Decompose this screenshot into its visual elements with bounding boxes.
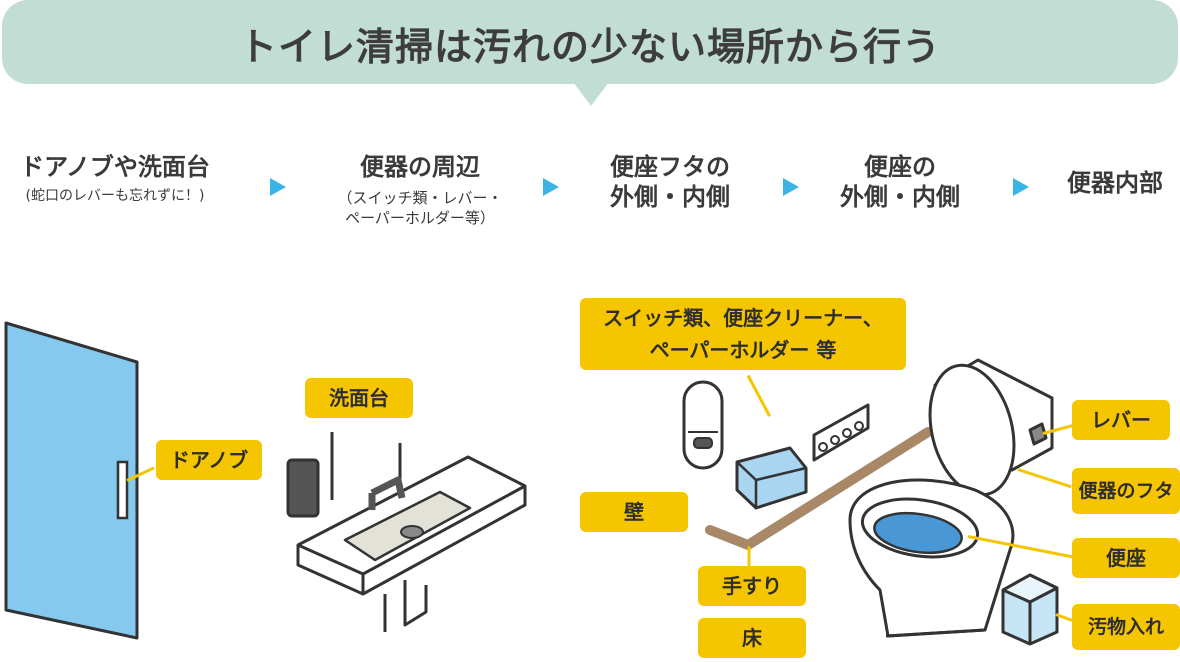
door-knob-icon xyxy=(116,460,129,520)
label-floor: 床 xyxy=(698,618,806,658)
wall-fixtures-illustration xyxy=(682,380,870,510)
step-2-note: （スイッチ類・レバー・ ペーパーホルダー等） xyxy=(337,189,503,227)
door-illustration xyxy=(4,321,139,640)
title-banner xyxy=(2,0,1178,84)
step-5: 便器内部 xyxy=(1055,168,1175,198)
label-wall: 壁 xyxy=(580,492,688,532)
step-1: ドアノブや洗面台 (蛇口のレバーも忘れずに！) xyxy=(0,152,230,206)
label-lever: レバー xyxy=(1072,400,1170,440)
page-title: トイレ清掃は汚れの少ない場所から行う xyxy=(238,25,941,69)
step-3-main: 便座フタの 外側・内側 xyxy=(610,153,730,211)
step-1-main: ドアノブや洗面台 xyxy=(20,153,210,181)
washbasin-illustration xyxy=(286,432,527,632)
step-4-main: 便座の 外側・内側 xyxy=(840,153,960,211)
step-2-main: 便器の周辺 xyxy=(360,153,480,181)
label-handrail: 手すり xyxy=(698,566,806,606)
step-arrow-3 xyxy=(783,178,799,196)
waste-bin-illustration xyxy=(1001,573,1059,646)
toilet-illustration xyxy=(848,358,1054,638)
label-door-knob: ドアノブ xyxy=(156,440,262,480)
label-lid: 便器のフタ xyxy=(1072,468,1180,514)
step-4: 便座の 外側・内側 xyxy=(810,152,990,212)
label-seat: 便座 xyxy=(1072,538,1180,578)
step-5-main: 便器内部 xyxy=(1067,169,1163,197)
lever-icon xyxy=(1028,422,1048,446)
handrail-illustration xyxy=(705,427,933,550)
step-1-note: (蛇口のレバーも忘れずに！) xyxy=(25,188,205,204)
label-waste-bin: 汚物入れ xyxy=(1072,604,1180,650)
step-arrow-1 xyxy=(270,178,286,196)
step-arrow-2 xyxy=(543,178,559,196)
step-3: 便座フタの 外側・内側 xyxy=(575,152,765,212)
step-arrow-4 xyxy=(1013,178,1029,196)
banner-pointer xyxy=(573,82,609,106)
step-2: 便器の周辺 （スイッチ類・レバー・ ペーパーホルダー等） xyxy=(310,152,530,228)
label-switches: スイッチ類、便座クリーナー、 ペーパーホルダー 等 xyxy=(580,298,906,370)
label-washbasin: 洗面台 xyxy=(305,378,413,418)
